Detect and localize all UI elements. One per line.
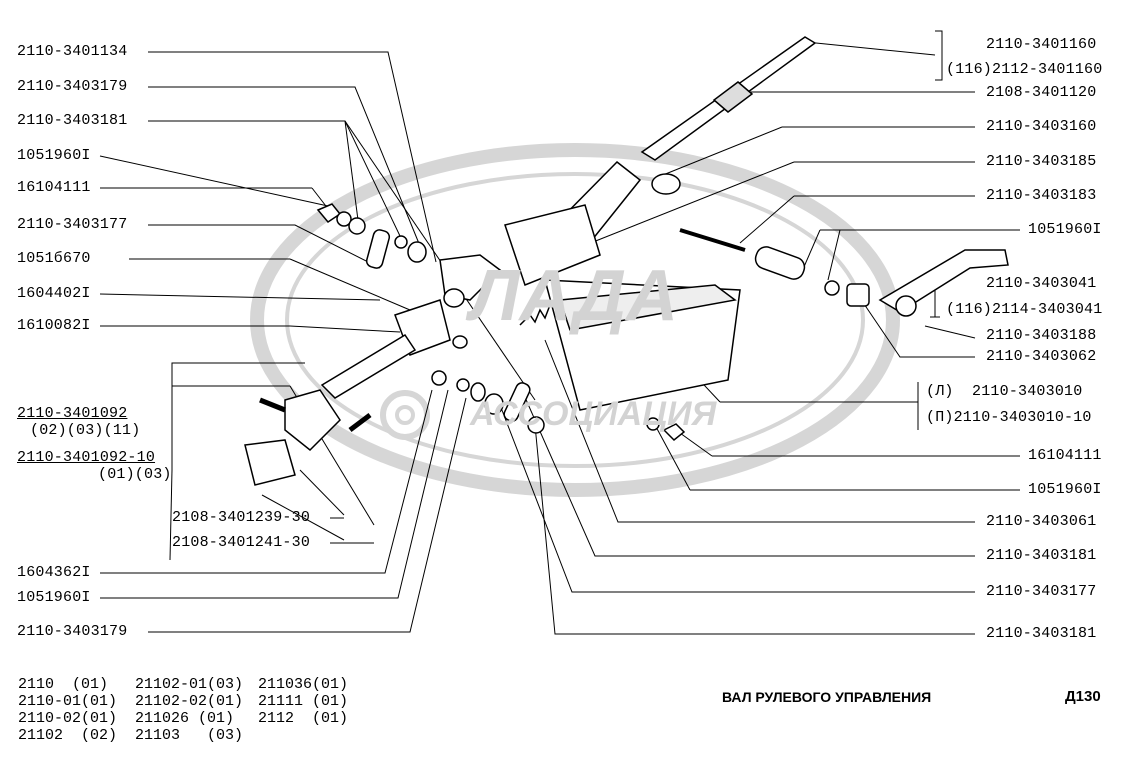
page-title: ВАЛ РУЛЕВОГО УПРАВЛЕНИЯ [722,689,932,705]
model-cell: 2110-02(01) [18,710,118,727]
callout-label-right-2: 2108-3401120 [986,84,1097,101]
callout-label-left-4: 1051960I [17,147,91,164]
callout-label-left-2: 2110-3403179 [17,78,128,95]
model-cell: 21111 (01) [258,693,349,710]
callout-label-right-9: 2110-3403062 [986,348,1097,365]
callout-label-left-1: 2110-3401134 [17,43,128,60]
callout-label-right-7a: 2110-3403041 [986,275,1097,292]
shaft-assembly-label-1: 2110-3401092 [17,405,128,422]
callout-label-right-3: 2110-3403160 [986,118,1097,135]
watermark-logo-text: ЛАДА [470,256,679,336]
callout-label-left-12: 2110-3403179 [17,623,128,640]
model-cell: 21102-01(03) [135,676,244,693]
shaft-assembly-label-2: 2110-3401092-10 [17,449,156,466]
callout-label-right-8: 2110-3403188 [986,327,1097,344]
shaft-bushing [651,173,681,195]
callout-label-right-5: 2110-3403183 [986,187,1097,204]
callout-label-right-1a: 2110-3401160 [986,36,1097,53]
model-cell: 2110-01(01) [18,693,118,710]
model-cell: 2112 (01) [258,710,349,727]
callout-label-mid-2: 2108-3401241-30 [172,534,311,551]
model-cell: 211026 (01) [135,710,235,727]
intermediate-shaft [320,333,417,399]
callout-label-right-6: 1051960I [1028,221,1102,238]
shaft-assembly-variants-1: (02)(03)(11) [30,422,141,439]
callout-label-left-5: 16104111 [17,179,91,196]
callout-label-right-11: 16104111 [1028,447,1102,464]
callout-label-right-13: 2110-3403061 [986,513,1097,530]
watermark-association-text: АССОЦИАЦИЯ [470,395,717,433]
callout-label-right-7b: (116)2114-3403041 [946,301,1103,318]
callout-label-mid-1: 2108-3401239-30 [172,509,311,526]
callout-label-right-10a: (Л) 2110-3403010 [926,383,1083,400]
callout-label-right-15: 2110-3403177 [986,583,1097,600]
bolt-bushing [754,246,806,280]
callout-label-left-9: 1610082I [17,317,91,334]
callout-label-right-10b: (П)2110-3403010-10 [926,409,1092,426]
callout-label-left-10: 1604362I [17,564,91,581]
callout-label-right-4: 2110-3403185 [986,153,1097,170]
callout-label-left-3: 2110-3403181 [17,112,128,129]
model-cell: 21103 (03) [135,727,244,744]
parts [244,36,1009,486]
model-cell: 21102-02(01) [135,693,244,710]
callout-label-left-7: 1051б670 [17,250,91,267]
callout-label-right-12: 1051960I [1028,481,1102,498]
flange [284,389,341,452]
callout-label-right-16: 2110-3403181 [986,625,1097,642]
callout-label-right-14: 2110-3403181 [986,547,1097,564]
column-bracket [504,204,601,286]
splined-bushing [846,283,870,307]
page-code: Д130 [1065,688,1101,705]
callout-label-left-6: 2110-3403177 [17,216,128,233]
shaft-assembly-variants-2: (01)(03) [98,466,172,483]
link-plate [365,229,391,269]
coupling [244,439,296,486]
callout-label-left-8: 1604402I [17,285,91,302]
callout-label-left-11: 1051960I [17,589,91,606]
model-cell: 2110 (01) [18,676,109,693]
callout-label-right-1b: (116)2112-3401160 [946,61,1103,78]
model-cell: 211036(01) [258,676,349,693]
leader-lines [99,30,1020,635]
model-cell: 21102 (02) [18,727,118,744]
watermark-logo [250,143,900,497]
